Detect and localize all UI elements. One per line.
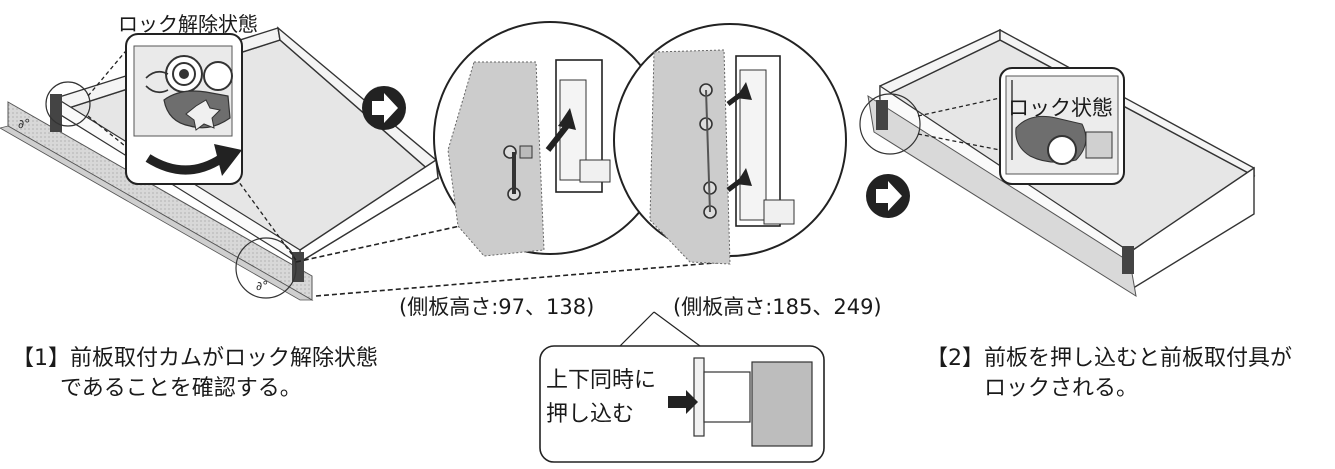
arrow-right-icon xyxy=(362,86,406,130)
svg-text:∂°: ∂° xyxy=(256,279,268,293)
step-1-text-line2: であることを確認する。 xyxy=(60,376,302,401)
push-callout-box xyxy=(539,345,825,463)
detail-circle-large-panel xyxy=(613,23,847,265)
lock-state-label: ロック状態 xyxy=(1008,96,1113,120)
detail-circle-small-panel xyxy=(433,21,667,257)
step-1-text: 【1】前板取付カムがロック解除状態 xyxy=(12,346,378,371)
svg-text:∂°: ∂° xyxy=(18,117,30,131)
side-height-small-label: (側板高さ:97、138) xyxy=(399,295,595,319)
unlock-state-label: ロック解除状態 xyxy=(118,12,258,36)
left-zoom-circle-bottom xyxy=(235,237,297,299)
lock-detail-inset xyxy=(999,67,1125,185)
step-2-text: 【2】前板を押し込むと前板取付具が xyxy=(926,346,1292,371)
left-zoom-circle-top xyxy=(45,81,91,127)
callout-text-line1: 上下同時に xyxy=(546,368,657,393)
side-height-large-label: (側板高さ:185、249) xyxy=(673,295,882,319)
step-2-text-line2: ロックされる。 xyxy=(984,376,1139,401)
arrow-right-icon xyxy=(866,174,910,218)
unlock-detail-inset xyxy=(125,33,243,185)
callout-text-line2: 押し込む xyxy=(546,402,635,427)
right-zoom-circle xyxy=(859,93,921,155)
